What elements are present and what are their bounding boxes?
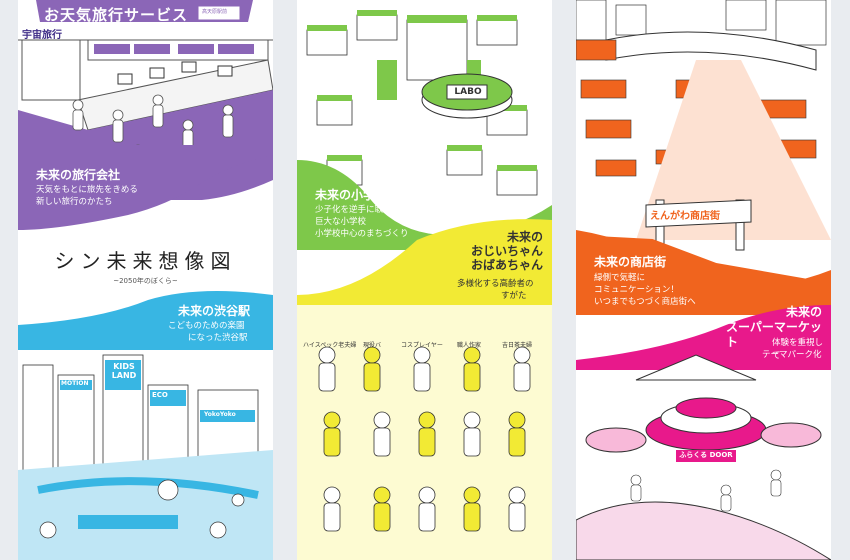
sign-kids-land: KIDS LAND	[111, 362, 137, 380]
travel-caption-shape	[18, 145, 273, 230]
poster-travel-shibuya: お天気旅行サービス 高天原駅前 宇宙旅行 未来の旅行会社 天気をもとに旅先をきめ…	[18, 0, 273, 560]
travel-body-1: 天気をもとに旅先をきめる	[36, 185, 138, 195]
shibuya-illustration	[18, 291, 273, 560]
figure-label-3: コスプレイヤー	[401, 342, 443, 349]
figure-label-1: ハイスペック老夫婦	[303, 342, 357, 349]
school-illustration	[297, 0, 552, 250]
figure-label-4: 職人作家	[457, 342, 482, 349]
elder-body-1: 多様化する高齢者の	[457, 279, 534, 289]
shopping-title: 未来の商店街	[594, 255, 667, 269]
sign-yokoyoko: YokoYoko	[204, 411, 236, 418]
shopping-body-3: いつまでもつづく商店街へ	[594, 297, 696, 307]
elder-title-2: おじいちゃん	[471, 244, 544, 258]
travel-title: 未来の旅行会社	[36, 168, 121, 182]
sign-motion: MOTION	[61, 380, 89, 387]
school-body-1: 少子化を逆手に取った	[315, 205, 401, 215]
tent-sign: ふらくる DOOR	[679, 451, 733, 459]
elder-body-2: すがた	[501, 291, 527, 301]
supermarket-body-1: 体験を重視して	[772, 338, 824, 361]
school-title: 未来の小学校	[315, 188, 388, 202]
travel-body-2: 新しい旅行のかたち	[36, 197, 113, 207]
shopping-street-illustration	[576, 0, 831, 300]
travel-sign-small: 高天原駅前	[202, 9, 228, 15]
elder-illustration	[297, 219, 552, 560]
supermarket-title-1: 未来の	[786, 305, 823, 319]
supermarket-illustration	[576, 305, 831, 560]
main-title: シン未来想像図	[54, 249, 237, 273]
shibuya-title: 未来の渋谷駅	[178, 304, 251, 318]
office-sign: 宇宙旅行	[22, 30, 62, 41]
poster-school-elder: LABO 未来の小学校 少子化を逆手に取った 巨大な小学校 小学校中心のまちづく…	[297, 0, 552, 560]
main-subtitle: ~2050年のぼくら~	[113, 277, 178, 285]
supermarket-title-2: スーパーマーケット	[726, 320, 822, 349]
shibuya-body-1: こどものための楽園	[168, 321, 245, 331]
figure-label-5: 吉日茶夫婦	[502, 342, 533, 349]
supermarket-body-2: テーマパーク化	[762, 350, 822, 360]
shibuya-body-2: になった渋谷駅	[188, 333, 248, 343]
figure-label-2: 現役バ	[363, 342, 382, 349]
school-body-2: 巨大な小学校	[315, 217, 367, 227]
elder-title-1: 未来の	[507, 230, 544, 244]
sign-eco: ECO	[152, 391, 168, 399]
poster-shopping-supermarket: えんがわ商店街 未来の商店街 緑側で気軽に コミュニケーション！ いつまでもつづ…	[576, 0, 831, 560]
labo-sign: LABO	[454, 87, 482, 97]
elder-title-3: おばあちゃん	[471, 258, 544, 272]
school-body-3: 小学校中心のまちづくり	[315, 229, 409, 239]
arch-sign: えんがわ商店街	[650, 211, 720, 222]
shopping-body-1: 緑側で気軽に	[594, 273, 646, 283]
shopping-body-2: コミュニケーション！	[594, 285, 679, 295]
travel-sign-title: お天気旅行サービス	[44, 6, 189, 24]
